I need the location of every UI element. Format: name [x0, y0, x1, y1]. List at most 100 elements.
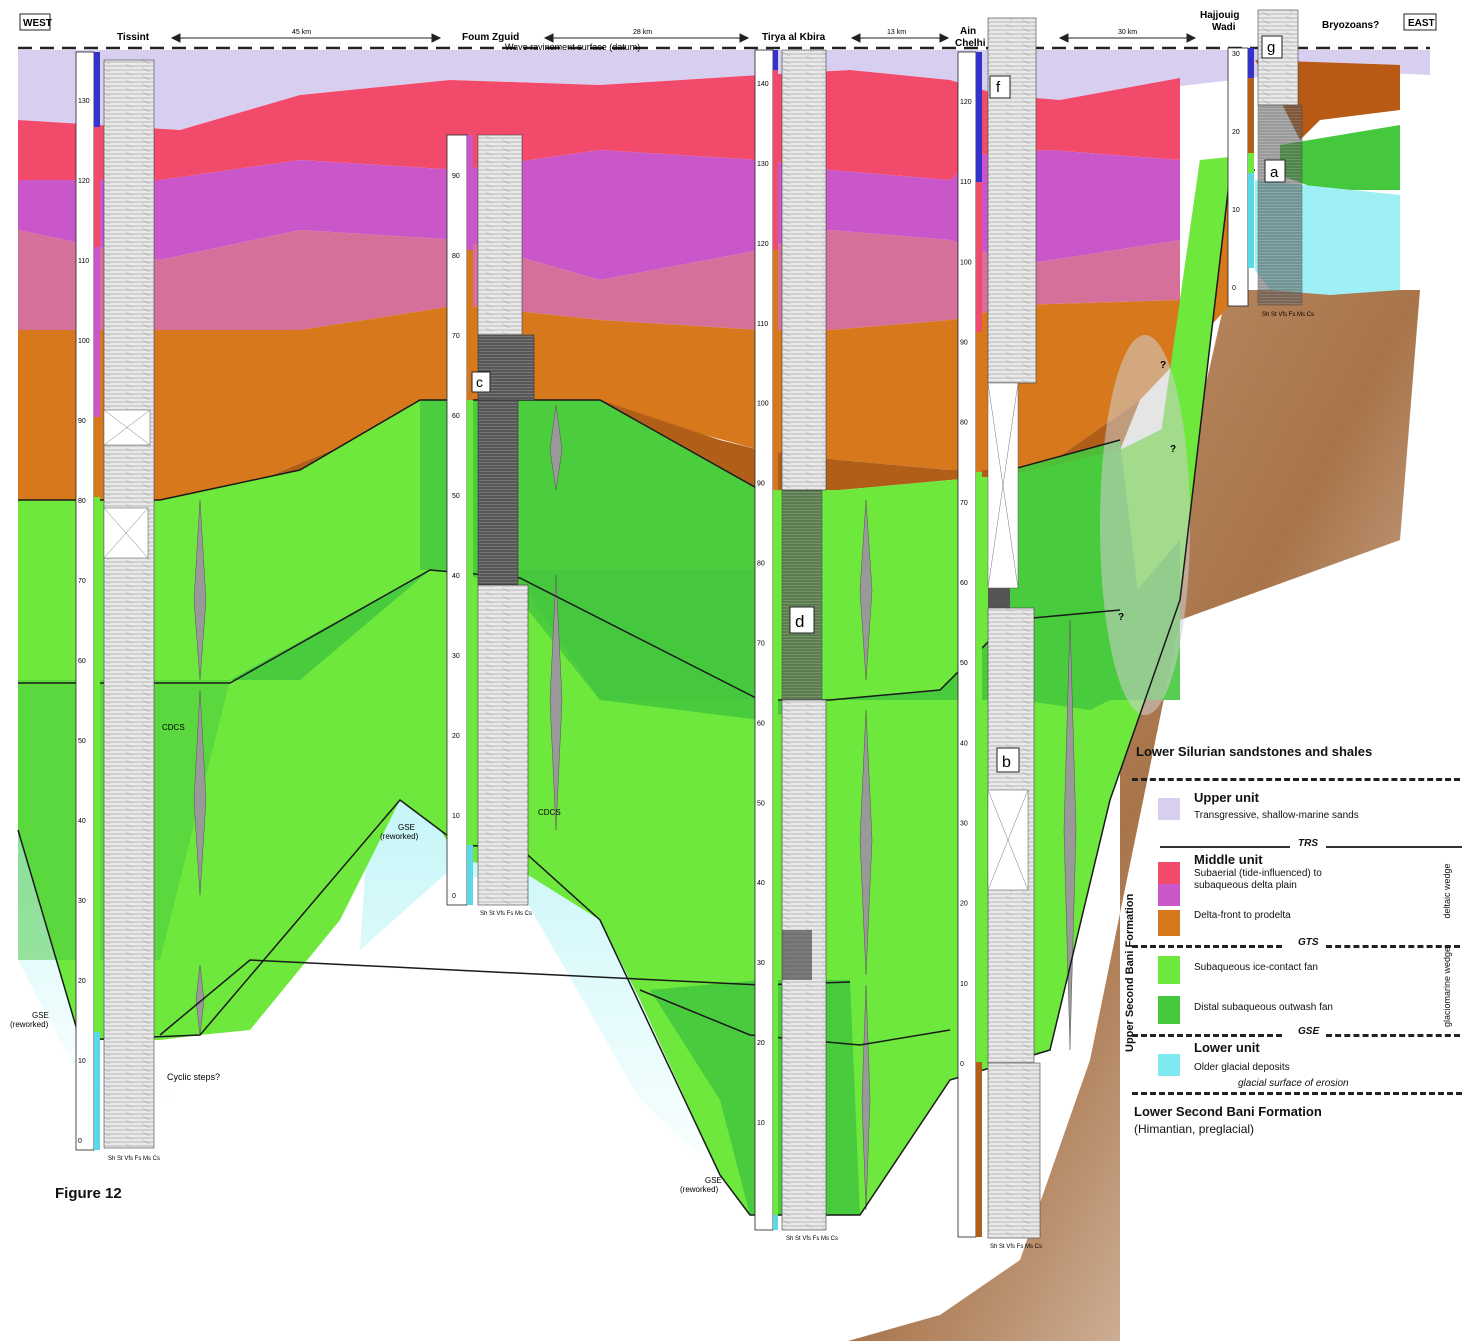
- bryozoans-label: Bryozoans?: [1322, 20, 1379, 31]
- photo-tags: a b c d f g: [471, 35, 1286, 773]
- legend-formation: Upper Second Bani Formation: [1124, 893, 1136, 1052]
- locality-ain-2: Chelhi: [955, 38, 986, 49]
- datum-label: Wave ravinement surface (datum): [505, 42, 640, 52]
- scale-tick-label: 20: [960, 901, 968, 908]
- hajjouig-section: [1227, 9, 1303, 307]
- bedrock-east: [848, 290, 1420, 1341]
- scale-tick-label: 90: [960, 340, 968, 347]
- uncertainty-ellipse: [1100, 335, 1190, 715]
- scale-tick-label: 110: [78, 258, 89, 265]
- scale-tick-label: 10: [757, 1120, 765, 1127]
- east-lime-thin: [1160, 155, 1250, 450]
- cdcs-label-foum: CDCS: [538, 808, 561, 817]
- foum-section: [446, 134, 535, 906]
- legend-glacio2: Distal subaqueous outwash fan: [1194, 1002, 1333, 1013]
- locality-foum: Foum Zguid: [462, 32, 519, 43]
- legend-trs-line-a: [1160, 846, 1290, 848]
- scale-tick-label: 0: [1232, 285, 1236, 292]
- legend-lower-desc: Older glacial deposits: [1194, 1062, 1290, 1073]
- grain-axis-tirya: Sh St Vfs Fs Ms Cs: [786, 1236, 838, 1242]
- legend-lower-formation-sub: (Himantian, preglacial): [1134, 1122, 1255, 1136]
- swatch-lime: [1158, 956, 1180, 984]
- scale-tick-label: 80: [78, 498, 86, 505]
- distance-arrows: [170, 33, 1197, 43]
- qmark-2: ?: [1170, 444, 1176, 455]
- east-green: [1280, 125, 1400, 190]
- scale-tick-label: 50: [757, 800, 765, 807]
- legend-glaciomarine: glaciomarine wedge: [1442, 946, 1452, 1028]
- east-box: [1403, 13, 1437, 31]
- legend-upper-unit: Upper unit: [1194, 790, 1259, 805]
- tirya-section: [754, 49, 827, 1231]
- legend-deltaic: deltaic wedge: [1442, 863, 1452, 919]
- scale-tick-label: 100: [960, 259, 972, 266]
- scale-tick-label: 30: [78, 898, 86, 905]
- photo-tag-d: d: [795, 612, 804, 631]
- scale-tick-label: 0: [78, 1138, 82, 1145]
- swatch-orange: [1158, 910, 1180, 936]
- legend-gse-line: glacial surface of erosion: [1238, 1078, 1349, 1089]
- scale-tick-label: 70: [78, 578, 86, 585]
- cdcs-label-tissint: CDCS: [162, 723, 185, 732]
- cdcs-spindle-8: [861, 984, 871, 1211]
- legend-gse-dash-b: [1326, 1034, 1460, 1037]
- photo-tag-c: c: [476, 374, 483, 390]
- legend-gts-dash-a: [1132, 945, 1282, 948]
- legend-middle-desc1: Subaerial (tide-influenced) to: [1194, 868, 1322, 879]
- middle-mauve: [18, 230, 1180, 330]
- scale-tick-label: 90: [452, 173, 460, 180]
- legend-gse: GSE: [1298, 1026, 1320, 1037]
- middle-red: [18, 70, 1180, 180]
- figure-label: Figure 12: [55, 1185, 122, 1202]
- swatch-red: [1158, 862, 1180, 884]
- legend-top-dash: [1132, 778, 1460, 781]
- legend-upper-desc: Transgressive, shallow-marine sands: [1194, 810, 1359, 821]
- tissint-section: [75, 51, 155, 1151]
- swatch-green: [1158, 996, 1180, 1024]
- scale-tick-label: 70: [757, 640, 765, 647]
- gse-reworked-foum: GSE(reworked): [380, 823, 419, 841]
- west-box: [19, 13, 51, 31]
- legend-gse-dash-a: [1132, 1034, 1282, 1037]
- scale-tick-label: 80: [452, 253, 460, 260]
- scale-tick-label: 90: [78, 418, 86, 425]
- legend-bottom-dash: [1132, 1092, 1462, 1095]
- distance-2: 28 km: [633, 29, 652, 36]
- scale-tick-label: 120: [960, 99, 972, 106]
- swatch-cyan: [1158, 1054, 1180, 1076]
- scale-tick-label: 20: [757, 1040, 765, 1047]
- legend-gts: GTS: [1298, 937, 1319, 948]
- scale-tick-label: 20: [452, 733, 460, 740]
- ain-section: [957, 17, 1041, 1239]
- legend-glacio1: Subaqueous ice-contact fan: [1194, 962, 1318, 973]
- scale-tick-label: 40: [960, 740, 968, 747]
- grain-axis-foum: Sh St Vfs Fs Ms Cs: [480, 911, 532, 917]
- middle-magenta: [18, 150, 1180, 280]
- legend-trs: TRS: [1298, 838, 1318, 849]
- cdcs-spindle-5: [549, 574, 563, 831]
- distance-4: 30 km: [1118, 29, 1137, 36]
- scale-tick-label: 60: [452, 413, 460, 420]
- legend-middle-desc3: Delta-front to prodelta: [1194, 910, 1291, 921]
- scale-tick-label: 60: [78, 658, 86, 665]
- locality-hajjouig: Hajjouig: [1200, 10, 1239, 21]
- scale-tick-label: 80: [757, 561, 765, 568]
- scale-tick-label: 30: [757, 960, 765, 967]
- upper-unit: [18, 50, 1430, 130]
- scale-tick-label: 120: [757, 241, 769, 248]
- cyclic-steps-label: Cyclic steps?: [167, 1072, 220, 1082]
- gse-reworked-west: GSE(reworked): [10, 1011, 49, 1029]
- scale-tick-label: 80: [960, 420, 968, 427]
- qmark-3: ?: [1118, 612, 1124, 623]
- cdcs-spindle-6: [859, 499, 873, 681]
- scale-tick-label: 120: [78, 178, 90, 185]
- scale-tick-label: 20: [78, 978, 86, 985]
- qmark-1: ?: [1160, 360, 1166, 371]
- scale-tick-label: 50: [78, 738, 86, 745]
- middle-orange: [18, 160, 1240, 500]
- locality-tirya: Tirya al Kbira: [762, 32, 826, 43]
